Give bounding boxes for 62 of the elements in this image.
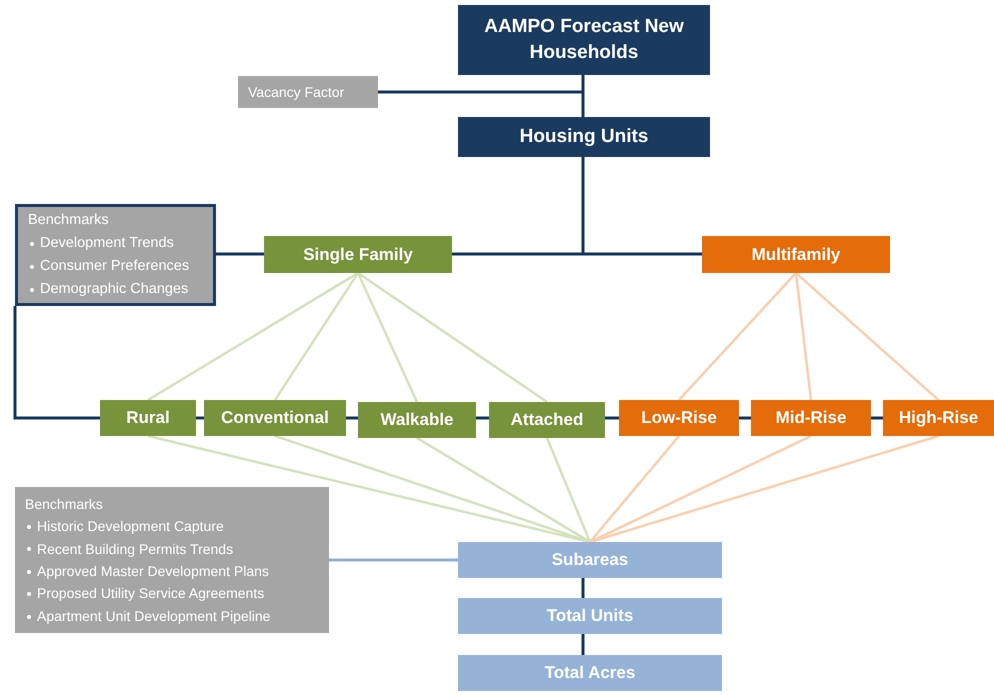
box-label: High-Rise <box>898 408 978 428</box>
output-box <box>458 598 722 634</box>
connector-line <box>582 634 584 655</box>
connector-line <box>871 416 883 420</box>
output-box <box>458 542 722 578</box>
box-label: Single Family <box>303 244 413 264</box>
connector-line <box>14 306 100 420</box>
bullet-item: Apartment Unit Development Pipeline <box>25 604 270 628</box>
bullet-item: Recent Building Permits Trends <box>25 538 234 560</box>
box-label: Mid-Rise <box>776 408 846 428</box>
connector-line <box>357 272 548 404</box>
box-label: Total Units <box>546 606 634 626</box>
category-box <box>751 400 871 436</box>
box-label: Subareas <box>552 550 628 570</box>
bullet-item: Consumer Preferences <box>28 255 190 278</box>
category-box <box>489 402 605 438</box>
box-label: Attached <box>510 410 584 430</box>
category-box <box>264 236 452 273</box>
box-label: Rural <box>126 408 170 428</box>
box-label: Low-Rise <box>641 408 717 428</box>
connector-line <box>346 416 358 420</box>
benchmarks-box <box>15 204 216 306</box>
category-box <box>619 400 739 436</box>
bullet-item: Proposed Utility Service Agreements <box>25 582 264 605</box>
connector-line <box>678 272 797 401</box>
bullet-item: Development Trends <box>28 232 174 255</box>
benchmarks-box <box>15 487 329 633</box>
box-heading: Benchmarks <box>25 494 103 514</box>
box-label: Multifamily <box>752 244 840 264</box>
connector-line <box>605 416 619 420</box>
connector-line <box>795 272 940 401</box>
connector-line <box>794 272 812 400</box>
input-box <box>238 76 378 108</box>
bullet-item: Demographic Changes <box>28 278 188 302</box>
category-box <box>204 400 346 436</box>
connector-line <box>274 272 360 401</box>
category-box <box>883 400 994 436</box>
box-label: Vacancy Factor <box>248 84 344 100</box>
box-heading: Benchmarks <box>28 210 109 230</box>
category-box <box>358 402 476 438</box>
connector-line <box>582 578 584 598</box>
connector-line <box>546 438 592 542</box>
process-box <box>458 117 710 157</box>
connector-line <box>476 416 489 420</box>
connector-line <box>589 435 680 543</box>
box-label: Walkable <box>380 410 454 430</box>
category-box <box>702 236 890 273</box>
box-label: AAMPO Forecast New Households <box>483 15 685 65</box>
process-box <box>458 5 710 75</box>
category-box <box>100 400 196 436</box>
output-box <box>458 655 722 691</box>
connector-line <box>216 252 264 256</box>
connector-line <box>356 272 418 403</box>
bullet-item: Historic Development Capture <box>25 515 224 538</box>
connector-line <box>329 558 458 562</box>
connector-line <box>196 416 204 420</box>
bullet-item: Approved Master Development Plans <box>25 560 269 582</box>
connector-line <box>147 272 359 402</box>
box-label: Total Acres <box>544 663 636 683</box>
box-label: Conventional <box>221 408 329 428</box>
connector-line <box>739 416 751 420</box>
box-label: Housing Units <box>520 125 648 150</box>
